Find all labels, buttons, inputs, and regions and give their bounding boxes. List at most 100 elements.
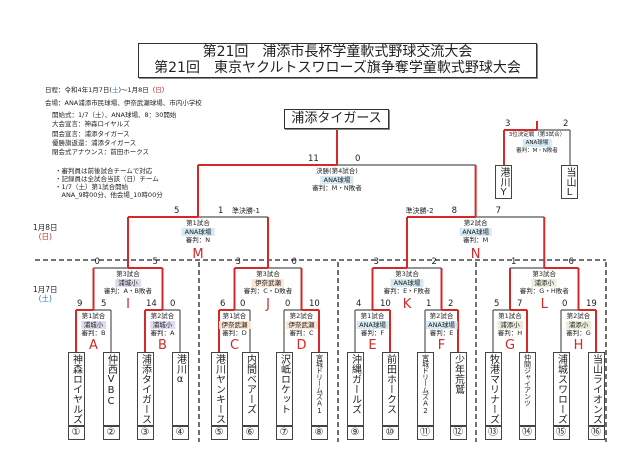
final-score-left: 11 <box>308 154 319 164</box>
score-right: 2 <box>431 257 437 267</box>
team-name: 沢岻ロケット <box>275 352 293 426</box>
final-score-right: 0 <box>355 154 361 164</box>
venue-label: 伊奈武瀬 <box>218 320 251 329</box>
team-name: 仲西VBC <box>102 352 120 426</box>
team-number: ⑮ <box>552 426 570 440</box>
score-right: 7 <box>517 299 523 309</box>
venue-row: ANA球場 <box>509 139 566 147</box>
day-label: (日) <box>38 232 52 241</box>
team-number: ⑫ <box>449 426 467 440</box>
date-day1: 1月7日 (土) <box>33 285 58 303</box>
game-number: 第2試合 <box>566 312 591 320</box>
date-label: 1月8日 <box>33 223 58 232</box>
umpire-label: 審判：G・H敗者 <box>519 287 569 295</box>
ceremony-item: 優勝旗返還：浦添タイガース <box>52 138 137 147</box>
day-label: (土) <box>38 294 52 303</box>
venue-label: ANA球場 <box>181 227 215 236</box>
umpire-label: 審判：D <box>222 329 247 337</box>
team-name: 浦城スワローズ <box>552 352 570 426</box>
venue-row: 浦添小 <box>520 278 569 287</box>
match-label: 決勝(第4試合)ANA球場審判：M・N敗者 <box>312 167 361 193</box>
score-right: 6 <box>568 257 574 267</box>
team-number: ③ <box>136 426 154 440</box>
schedule-sun: 日 <box>155 86 162 94</box>
date-day2: 1月8日 (日) <box>33 223 58 241</box>
team-number: ⑭ <box>518 426 536 440</box>
team-number: ① <box>67 426 85 440</box>
umpire-label: 審判：C・D敗者 <box>243 287 293 295</box>
venue-label: 浦城小 <box>80 320 107 329</box>
venue-row: 浦城小 <box>104 278 152 287</box>
match-letter: F <box>437 337 446 353</box>
team-name: 神森ロイヤルズ <box>67 352 85 426</box>
ceremony-item: 開始式：1/7（土）、ANA球場、8：30開始 <box>52 111 177 119</box>
schedule-text: 日程：令和4年1月7日(土)～1月8日（日） <box>45 86 168 94</box>
umpire-label: 審判：A・B敗者 <box>104 287 152 295</box>
title-line-1: 第21回 浦添市長杯学童軟式野球交流大会 <box>202 44 473 60</box>
match-letter: L <box>540 296 548 312</box>
match-letter: B <box>158 337 167 353</box>
team-name: 仲間ジャイアンツ <box>518 352 536 426</box>
game-number: 第3試合 <box>256 270 280 278</box>
match-letter: G <box>504 337 516 353</box>
umpire-label: 審判：M <box>463 236 489 244</box>
match-letter: E <box>368 337 377 353</box>
umpire-label: 審判：N <box>185 236 211 244</box>
team-number: ⑩ <box>381 426 399 440</box>
score-right: 1 <box>218 206 224 216</box>
venue-label: ANA球場 <box>320 175 354 184</box>
venue-label: 伊奈武瀬 <box>285 320 318 329</box>
score-left: 8 <box>451 206 458 216</box>
score-right: 10 <box>309 299 320 309</box>
game-number: 第3試合 <box>116 270 140 278</box>
score-right: 0 <box>291 257 297 267</box>
venue-row: 浦添小 <box>497 320 523 329</box>
game-number: 第2試合 <box>150 312 175 320</box>
venue-row: 浦城小 <box>149 320 176 329</box>
game-number: 第2試合 <box>463 219 488 227</box>
third-place-team: 港川Y <box>495 165 512 199</box>
schedule-prefix: 日程：令和4年1月7日( <box>45 86 112 94</box>
umpire-label: 審判：H <box>497 329 523 337</box>
venue-text: 会場：ANA浦添市民球場、伊奈武瀬球場、市内小学校 <box>45 99 202 107</box>
venue-row: 浦城小 <box>80 320 107 329</box>
venue-label: 浦添小 <box>565 320 592 329</box>
match-letter: I <box>126 296 130 312</box>
score-left: 14 <box>146 299 157 309</box>
match-letter: K <box>402 296 412 312</box>
ceremony-item: 閉会式アナウンス：前田ホークス <box>52 148 150 157</box>
game-number: 第1試合 <box>222 312 247 320</box>
score-right: 7 <box>495 206 502 216</box>
team-name: 宮城ドリームズA1 <box>310 352 328 426</box>
venue-row: 浦添小 <box>565 320 592 329</box>
venue-row: ANA球場 <box>384 278 431 287</box>
schedule-sat: 土 <box>111 86 119 94</box>
game-number: 第1試合 <box>498 312 522 320</box>
venue-row: 伊奈武瀬 <box>218 320 251 329</box>
umpire-label: 審判：M・N敗者 <box>312 184 362 192</box>
game-number: 第1試合 <box>360 312 385 320</box>
venue-label: 浦城小 <box>115 278 141 287</box>
score-left: 0 <box>94 257 100 267</box>
score-left: 3 <box>373 257 379 267</box>
notes-list: ・審判員は前後試合チームで対応 ・記録員は全試合当該（日）チーム ・1/7（土）… <box>55 167 163 199</box>
team-name: 浦添タイガース <box>136 352 154 426</box>
score-right: 0 <box>240 299 246 309</box>
team-name: 港川α <box>171 352 189 426</box>
team-number: ⑨ <box>346 426 364 440</box>
game-number: 第3試合 <box>532 270 557 278</box>
umpire-label: 審判：E・F敗者 <box>383 287 431 295</box>
score-left: 3 <box>235 257 241 267</box>
tournament-title: 第21回 浦添市長杯学童軟式野球交流大会 第21回 東京ヤクルトスワローズ旗争奪… <box>138 43 537 78</box>
team-name: 内間ベアーズ <box>241 352 259 426</box>
score-left: 4 <box>356 299 362 309</box>
team-name: 少年荒鷲 <box>449 352 467 426</box>
score-left: 0 <box>285 299 291 309</box>
game-number: 第1試合 <box>186 219 210 227</box>
venue-row: 伊奈武瀬 <box>244 278 293 287</box>
venue-label: ANA球場 <box>459 227 493 236</box>
